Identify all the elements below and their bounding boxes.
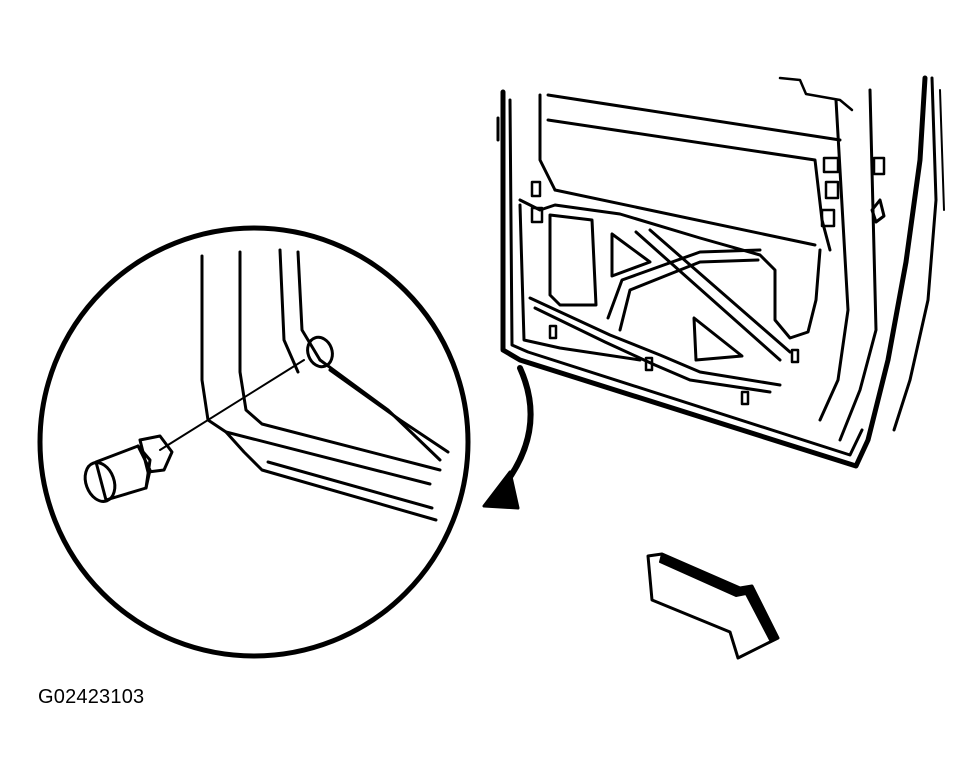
figure-caption: G02423103 xyxy=(38,686,145,708)
callout-arrow-icon xyxy=(482,365,534,510)
plug-icon xyxy=(83,359,305,503)
door-panel-illustration xyxy=(496,75,945,469)
detail-magnifier-circle xyxy=(37,225,471,659)
direction-arrow-icon xyxy=(646,552,780,660)
